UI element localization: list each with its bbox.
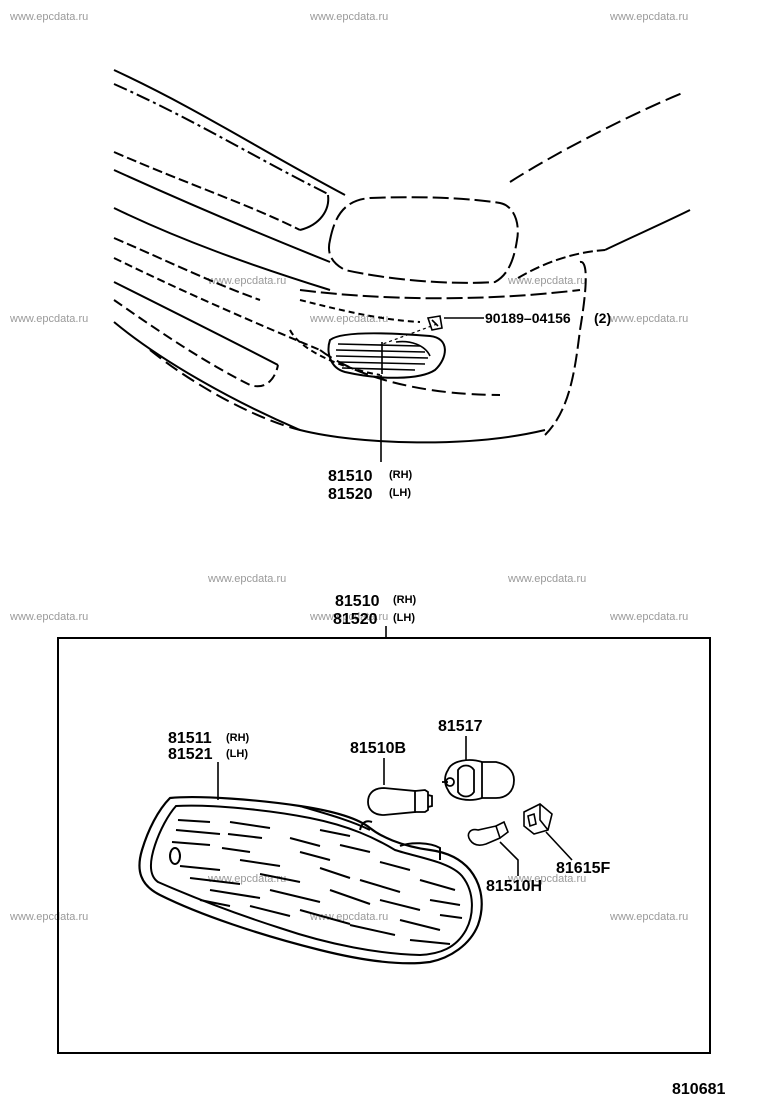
screw-label: 90189–04156 (2) [485,310,611,326]
watermark: www.epcdata.ru [9,11,88,23]
watermark: www.epcdata.ru [207,873,286,885]
watermark: www.epcdata.ru [9,313,88,325]
watermark: www.epcdata.ru [309,911,388,923]
socket-part-number: 81517 [438,718,483,735]
bulb-label-group: 81510B [350,740,406,757]
watermark: www.epcdata.ru [207,573,286,585]
side-marker-lamp-installed [327,332,446,379]
small-bulb-icon [467,820,509,846]
watermark: www.epcdata.ru [9,611,88,623]
small-bulb-callout-line [499,841,519,876]
screw-leader [379,323,438,346]
watermark: www.epcdata.ru [609,11,688,23]
car-front-outline [113,69,691,444]
lamp-lens [138,796,483,965]
screw-part-number: 90189–04156 [485,310,571,326]
watermark: www.epcdata.ru [507,573,586,585]
watermark: www.epcdata.ru [609,313,688,325]
assembly-part-rh: 81510 [335,593,380,610]
bulb-icon [367,787,433,816]
lamp-part-lh: 81520 [328,486,373,503]
assembly-side-lh: (LH) [393,612,415,624]
lamp-side-lh: (LH) [389,487,411,499]
socket-label-group: 81517 [438,718,483,735]
watermark: www.epcdata.ru [609,911,688,923]
assembly-label: 81510 (RH) 81520 (LH) [333,593,417,628]
small-bulb-label-group: 81510H [486,878,542,895]
lamp-side-rh: (RH) [389,469,413,481]
holder-part-number: 81615F [556,860,610,877]
lens-label: 81511 (RH) 81521 (LH) [168,730,250,763]
assembly-side-rh: (RH) [393,594,417,606]
bulb-part-number: 81510B [350,740,406,757]
watermark: www.epcdata.ru [9,911,88,923]
screw-icon [426,315,443,331]
watermark: www.epcdata.ru [507,275,586,287]
detail-frame [57,637,711,1054]
watermarks: www.epcdata.ru www.epcdata.ru www.epcdat… [9,11,688,923]
lens-part-lh: 81521 [168,746,213,763]
holder-callout-line [545,831,573,861]
watermark: www.epcdata.ru [507,873,586,885]
watermark: www.epcdata.ru [609,611,688,623]
small-bulb-part-number: 81510H [486,878,542,895]
lens-side-rh: (RH) [226,732,250,744]
watermark: www.epcdata.ru [207,275,286,287]
top-lamp-label: 81510 (RH) 81520 (LH) [328,468,413,503]
assembly-part-lh: 81520 [333,611,378,628]
watermark: www.epcdata.ru [309,11,388,23]
socket-icon [442,759,515,801]
lens-part-rh: 81511 [168,730,212,747]
holder-icon [523,803,553,835]
lamp-part-rh: 81510 [328,468,373,485]
lens-side-lh: (LH) [226,748,248,760]
holder-label-group: 81615F [556,860,610,877]
watermark: www.epcdata.ru [309,611,388,623]
figure-number: 810681 [672,1081,725,1098]
screw-quantity: (2) [594,310,611,326]
watermark: www.epcdata.ru [309,313,388,325]
